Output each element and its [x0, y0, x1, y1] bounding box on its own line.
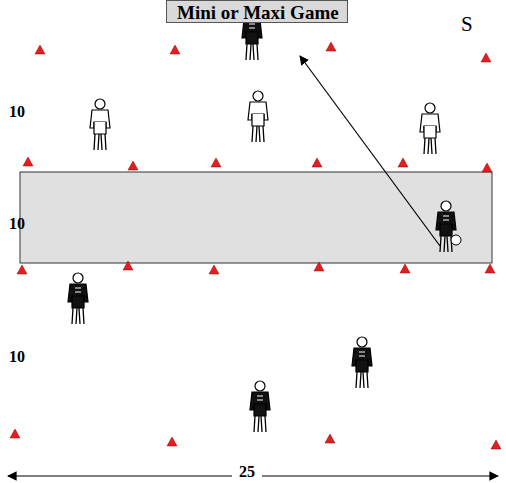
cone: [211, 158, 221, 167]
cone: [398, 158, 408, 167]
label-patch: [232, 464, 262, 483]
cone: [400, 264, 410, 273]
cone: [491, 440, 501, 449]
cone: [325, 434, 335, 443]
white-player: [420, 103, 440, 154]
ball: [451, 235, 461, 245]
cone: [123, 261, 133, 270]
title-box: Mini or Maxi Game: [166, 0, 348, 23]
pass-arrow: [300, 56, 440, 246]
cone: [10, 429, 20, 438]
cone: [128, 161, 138, 170]
cone: [209, 265, 219, 274]
cone: [481, 53, 491, 62]
cone: [23, 157, 33, 166]
cone: [314, 262, 324, 271]
white-player: [90, 99, 110, 150]
corner-letter: S: [461, 14, 473, 35]
cone: [326, 42, 336, 51]
cone: [35, 45, 45, 54]
cone: [485, 264, 495, 273]
dark-player: [68, 273, 88, 324]
cone: [17, 265, 27, 274]
cone: [482, 163, 492, 172]
cone: [167, 437, 177, 446]
players: [68, 9, 461, 432]
cones: [10, 42, 501, 449]
dark-player: [352, 337, 372, 388]
zone-length: 10: [9, 349, 25, 365]
cone: [170, 45, 180, 54]
cone: [312, 158, 322, 167]
zone-length: 10: [9, 216, 25, 232]
middle-band: [20, 172, 492, 263]
pitch-width: 25: [239, 464, 255, 480]
white-player: [248, 91, 268, 142]
drill-title: Mini or Maxi Game: [167, 1, 347, 24]
dark-player: [250, 381, 270, 432]
zone-length: 10: [9, 104, 25, 120]
